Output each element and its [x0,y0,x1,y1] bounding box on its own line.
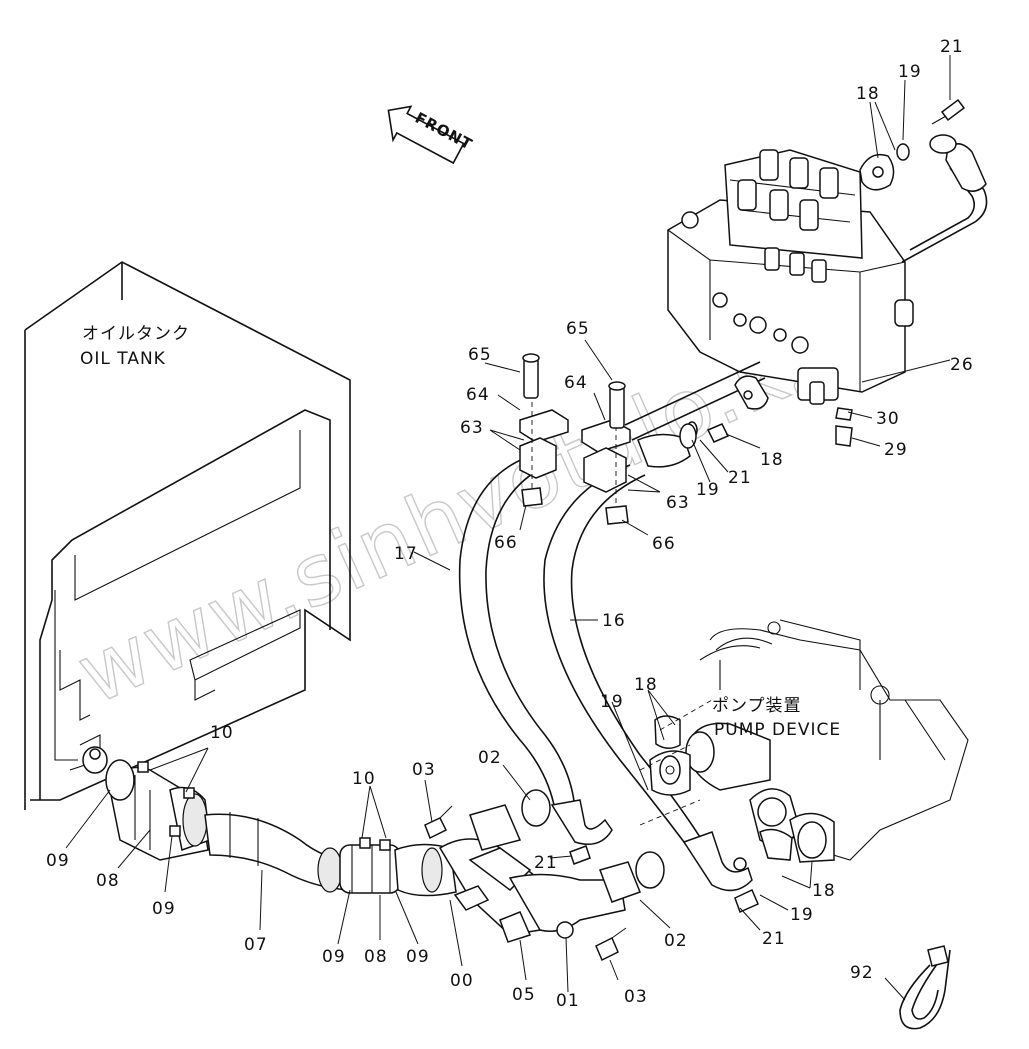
part-label-18-top: 18 [856,84,880,104]
control-valve [624,98,988,447]
part-label-19-top: 19 [898,62,922,82]
part-label-09-d: 09 [406,947,430,967]
clamp-left [519,353,569,507]
part-label-18-mid: 18 [760,450,784,470]
watermark: www.sinhvotalo.kz [63,304,844,723]
part-labels: 21 18 19 26 65 65 64 64 63 63 66 66 17 1… [46,37,974,1011]
pump-device-label-jp: ポンプ装置 [712,696,802,716]
part-label-92: 92 [850,963,874,983]
part-label-18-pump: 18 [634,675,658,695]
part-label-26: 26 [950,355,974,375]
part-label-21-pipe: 21 [534,853,558,873]
part-label-16: 16 [602,611,626,631]
part-label-66-right: 66 [652,534,676,554]
part-label-08-a: 08 [96,871,120,891]
part-label-09-b: 09 [152,899,176,919]
tie-strap [899,945,951,1030]
part-label-21-mid: 21 [728,468,752,488]
part-label-09-c: 09 [322,947,346,967]
part-label-19-bottom: 19 [790,905,814,925]
suction-pipe [105,759,665,962]
part-label-01: 01 [556,991,580,1011]
part-label-00: 00 [450,971,474,991]
oil-tank-label-jp: オイルタンク [82,324,190,344]
part-label-64-left: 64 [466,385,490,405]
part-label-05: 05 [512,985,536,1005]
front-arrow-icon [387,105,465,165]
part-label-21-bottom: 21 [762,929,786,949]
oil-tank-label-en: OIL TANK [80,349,166,369]
part-label-08-b: 08 [364,947,388,967]
pump-device [649,619,969,914]
hose-17 [458,457,613,845]
part-label-63-left: 63 [460,418,484,438]
part-label-19-mid: 19 [696,480,720,500]
part-label-02-top: 02 [478,748,502,768]
clamp-right [581,381,697,525]
part-label-63-right: 63 [666,493,690,513]
part-label-18-bottom: 18 [812,881,836,901]
part-label-03-top: 03 [412,760,436,780]
part-label-64-right: 64 [564,373,588,393]
part-label-10-left: 10 [210,723,234,743]
part-label-65-left: 65 [468,345,492,365]
part-label-07: 07 [244,935,268,955]
part-label-03-bottom: 03 [624,987,648,1007]
part-label-10-mid: 10 [352,769,376,789]
pump-device-label-en: PUMP DEVICE [714,720,841,740]
part-label-21-top: 21 [940,37,964,57]
oil-tank [24,261,351,810]
part-label-19-pump: 19 [600,692,624,712]
part-label-66-left: 66 [494,533,518,553]
part-label-30: 30 [876,409,900,429]
part-label-17: 17 [394,544,418,564]
leader-lines [65,55,951,1001]
part-label-09-a: 09 [46,851,70,871]
part-label-02-bottom: 02 [664,931,688,951]
part-label-65-right: 65 [566,319,590,339]
part-label-29: 29 [884,440,908,460]
